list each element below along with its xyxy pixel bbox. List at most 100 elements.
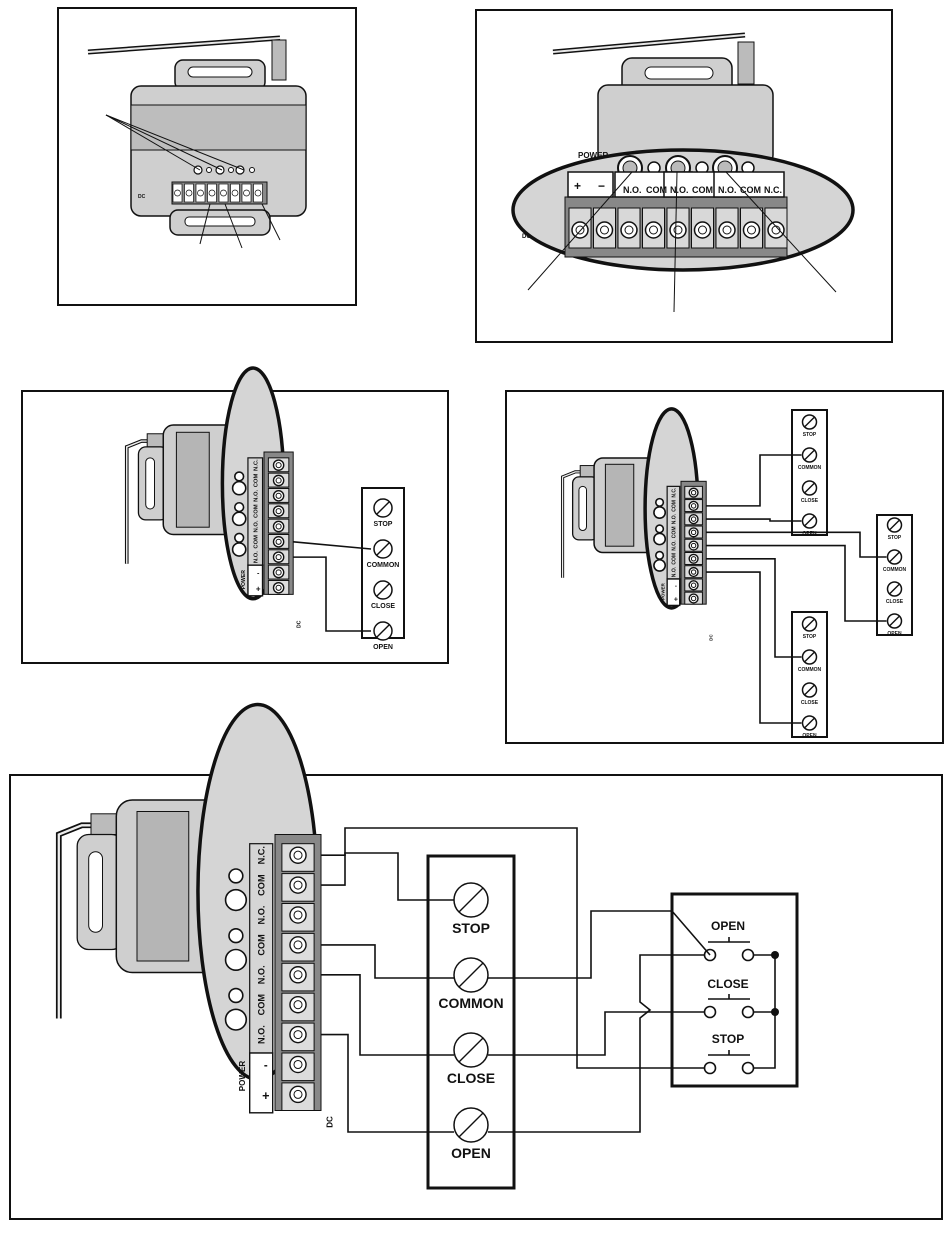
terminal-screw-center <box>275 584 282 591</box>
terminal-screw-center <box>690 542 697 549</box>
open-label: OPEN <box>373 644 393 651</box>
close-label: CLOSE <box>447 1070 495 1086</box>
wire-open <box>293 556 371 632</box>
terminal-screw <box>272 581 285 594</box>
terminal-screw <box>688 514 699 525</box>
relay-led-icon <box>653 506 667 519</box>
terminal-screw <box>688 593 699 604</box>
common-screw-terminal <box>801 447 818 463</box>
screw-slot <box>889 583 900 595</box>
relay-led-icon <box>653 558 667 572</box>
indicator-led-icon <box>228 167 234 173</box>
stop-contact-right-icon <box>741 1061 755 1075</box>
power-label-box <box>248 1052 274 1114</box>
power-plus-label: + <box>574 179 581 193</box>
mount-slot <box>145 457 156 510</box>
screw-slot <box>889 615 900 627</box>
close-screw-terminal <box>373 580 393 600</box>
power-plus-label: + <box>256 584 261 593</box>
stop-label: STOP <box>452 920 490 936</box>
wire-nc-to-stop <box>321 827 704 1069</box>
terminal-screw-center <box>293 1059 303 1070</box>
terminal-screw-center <box>690 595 697 602</box>
terminal-screw <box>289 936 307 954</box>
indicator-led-icon <box>206 167 212 173</box>
power-label: POWER <box>578 151 608 160</box>
pushbutton-station <box>670 892 799 1088</box>
terminal-screw-center <box>275 508 282 515</box>
wire-common <box>293 541 372 550</box>
terminal-screw-center <box>690 529 697 536</box>
power-plus-label: + <box>262 1089 269 1103</box>
wire-station1-open <box>706 518 802 522</box>
terminal-screw <box>693 221 712 239</box>
close-screw-terminal <box>801 480 818 496</box>
dc-label: DC <box>522 234 531 240</box>
relay2-no-label: N.O. <box>670 185 689 195</box>
close-screw-terminal <box>453 1032 489 1068</box>
housing-groove <box>136 811 190 962</box>
relay3-nc-label: N.C. <box>764 185 782 195</box>
indicator-led-icon <box>228 868 244 884</box>
screw-slot <box>376 542 390 556</box>
terminal-label: N.C. <box>671 487 677 498</box>
screw-slot <box>376 624 390 638</box>
housing-groove <box>175 431 210 528</box>
open-label: OPEN <box>451 1145 491 1161</box>
relay2-com-label: COM <box>692 185 713 195</box>
dc-label: DC <box>138 194 146 200</box>
screw-slot <box>804 482 815 494</box>
terminal-screw <box>272 566 285 579</box>
bus-right-lower <box>754 1012 776 1069</box>
terminal-screw <box>688 540 699 551</box>
terminal-screw <box>231 189 239 197</box>
close-label: CLOSE <box>801 498 819 504</box>
screw-slot <box>804 651 815 663</box>
wire-station2-open <box>706 544 887 622</box>
terminal-label: COM <box>257 934 267 956</box>
power-label-box <box>666 578 681 607</box>
open-label: OPEN <box>802 531 817 537</box>
dc-label: DC <box>297 620 303 628</box>
stop-label: STOP <box>374 521 393 528</box>
indicator-led-icon <box>249 167 255 173</box>
terminal-label: N.O. <box>671 540 677 551</box>
screw-slot <box>804 416 815 428</box>
common-screw-terminal <box>801 649 818 665</box>
mount-slot <box>88 851 103 933</box>
relay3-com-label: COM <box>740 185 761 195</box>
indicator-led-icon <box>233 471 245 482</box>
terminal-screw-center <box>600 225 609 235</box>
terminal-screw <box>688 553 699 564</box>
wire-com-to-common <box>321 944 454 979</box>
wire-station3-common <box>706 557 802 658</box>
terminal-label: N.O. <box>257 1025 267 1044</box>
panel-frame <box>505 390 944 744</box>
power-label: POWER <box>661 582 666 599</box>
relay-led-icon <box>231 542 247 557</box>
terminal-screw <box>620 221 638 239</box>
relay-led-icon <box>653 532 667 546</box>
power-minus-label: - <box>264 1060 268 1072</box>
terminal-label: N.C. <box>253 459 259 471</box>
relay3-no-label: N.O. <box>718 185 737 195</box>
terminal-label: COM <box>671 500 677 512</box>
relay1-com-label: COM <box>646 185 667 195</box>
terminal-screw <box>289 1085 307 1104</box>
panel-frame <box>57 7 357 306</box>
close-screw-terminal <box>886 581 903 597</box>
indicator-led-icon <box>228 927 244 944</box>
terminal-screw <box>208 189 216 197</box>
power-label-box <box>247 564 264 597</box>
common-label: COMMON <box>798 667 822 673</box>
terminal-screw <box>669 221 687 239</box>
terminal-label: N.O. <box>671 566 677 577</box>
terminal-label: N.O. <box>671 513 677 524</box>
common-label: COMMON <box>883 567 907 573</box>
power-minus-label: - <box>675 583 677 590</box>
open-screw-terminal <box>453 1107 489 1143</box>
terminal-label: COM <box>671 526 677 538</box>
stop-label: STOP <box>803 634 817 640</box>
panel-terminal-closeup: POWER + − N.O. COM N.O. COM N.O. COM N.C… <box>475 9 893 343</box>
close-label: CLOSE <box>801 700 819 706</box>
